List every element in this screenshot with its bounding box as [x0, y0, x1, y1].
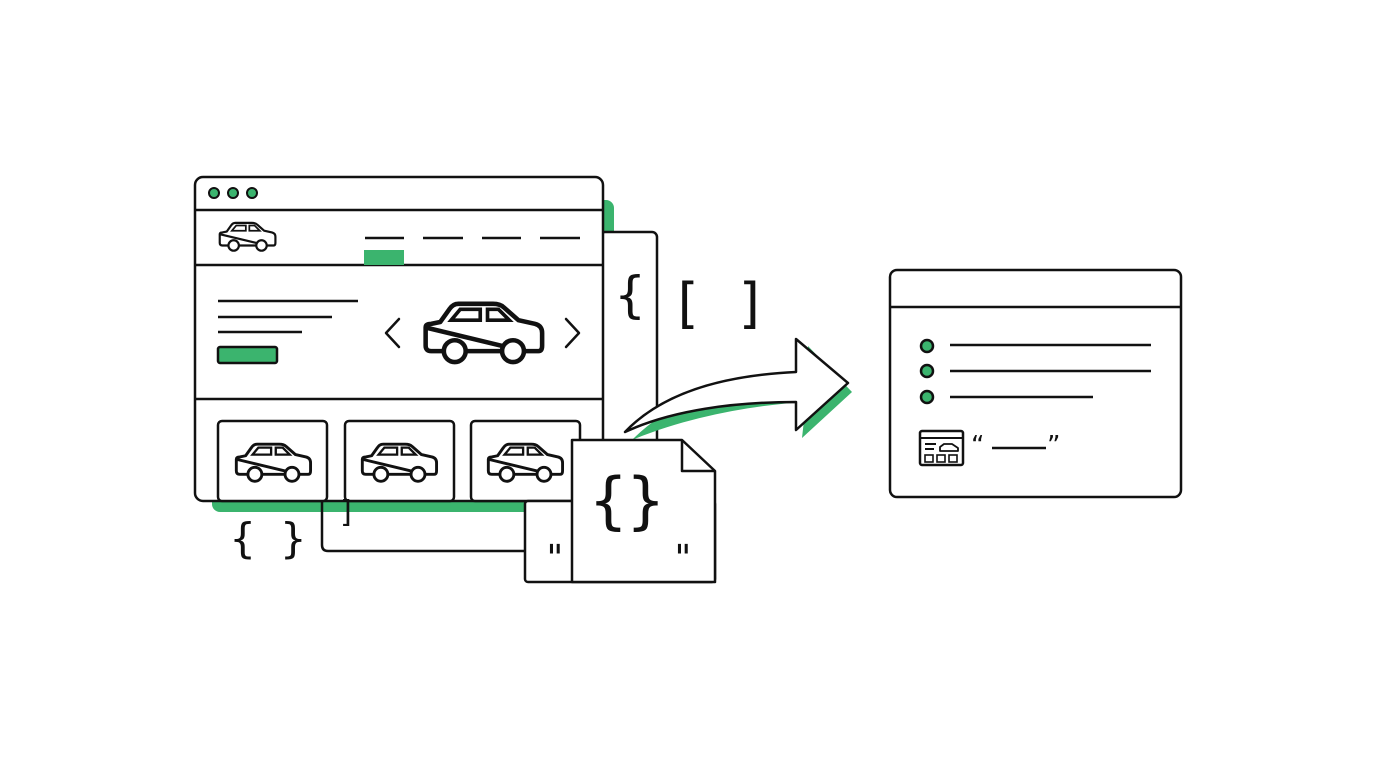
listing-cards	[216, 419, 582, 503]
window-controls	[208, 187, 258, 199]
nav-menu	[364, 236, 580, 265]
hero-cta-button	[216, 345, 279, 365]
bullet-dot-icon	[919, 363, 935, 379]
bullet-dot-icon	[919, 389, 935, 405]
arrow-right-icon	[623, 337, 852, 440]
connector-line	[320, 500, 524, 553]
bullet-dot-icon	[919, 338, 935, 354]
window-dot-icon	[227, 187, 239, 199]
quote-close-symbol: ”	[1047, 431, 1060, 461]
left-brace-symbol: {	[615, 266, 645, 324]
document-quote-left: "	[544, 538, 566, 579]
bottom-braces-symbol: { }	[230, 514, 306, 563]
document-quote-right: "	[672, 538, 694, 579]
carousel-next-icon	[564, 317, 581, 349]
hero-section	[216, 299, 581, 365]
bottom-bracket-symbol: ]	[338, 495, 356, 530]
result-window: “ ”	[888, 268, 1183, 499]
window-dot-icon	[246, 187, 258, 199]
quote-open-symbol: “	[971, 431, 984, 461]
document-front-sheet	[570, 438, 717, 584]
document-fold	[680, 440, 715, 473]
bracket-pair-symbol: [ ]	[670, 272, 768, 335]
nav-active-indicator	[364, 250, 404, 265]
json-document-icon: {} " "	[523, 438, 717, 584]
carousel-prev-icon	[384, 317, 401, 349]
webpage-thumbnail-icon	[918, 429, 965, 467]
browser-window	[193, 175, 605, 503]
document-braces: {}	[590, 464, 665, 537]
window-dot-icon	[208, 187, 220, 199]
